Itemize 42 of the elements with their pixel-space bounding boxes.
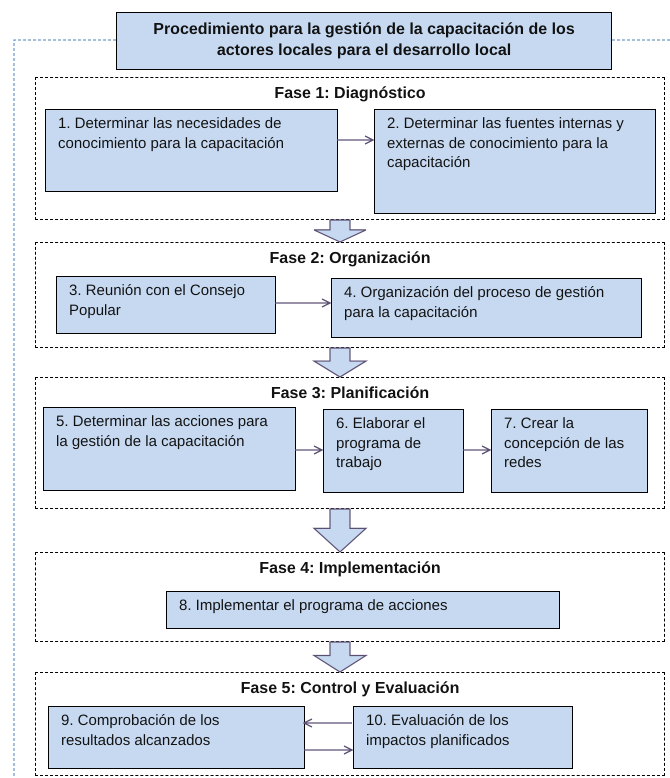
arrow: [337, 135, 374, 145]
phase-frame: [35, 377, 665, 509]
step-text: 2. Determinar las fuentes internas y externas de conocimiento para la capacitación: [387, 114, 625, 172]
process-box: [331, 278, 642, 338]
title-text: Procedimiento para la gestión de la capacitación de los actores locales para el desarrollo local: [152, 20, 576, 61]
phase-heading: Fase 3: Planificación: [270, 384, 430, 404]
step-text: 6. Elaborar el programa de trabajo: [336, 414, 426, 472]
process-box: [43, 407, 296, 491]
step-text: 7. Crear la concepción de las redes: [504, 414, 626, 472]
step-text: 1. Determinar las necesidades de conocimiento para la capacitación: [58, 114, 285, 153]
process-box: [323, 409, 464, 493]
block-arrow: [312, 347, 368, 378]
step-text: 5. Determinar las acciones para la gestión de la capacitación: [56, 412, 269, 451]
step-text: 8. Implementar el programa de acciones: [179, 596, 448, 616]
phase-heading: Fase 2: Organización: [268, 249, 432, 269]
phase-heading: Fase 4: Implementación: [258, 559, 442, 579]
process-box: [48, 706, 305, 769]
block-arrow: [312, 641, 368, 673]
step-text: 10. Evaluación de los impactos planificados: [366, 711, 510, 750]
process-box: [491, 409, 648, 493]
process-box: [166, 591, 560, 629]
phase-heading: Fase 1: Diagnóstico: [273, 84, 427, 104]
arrow: [295, 445, 323, 455]
arrow: [275, 298, 331, 308]
process-box: [374, 109, 656, 214]
phase-frame: [35, 77, 665, 220]
arrow: [304, 745, 353, 755]
phase-heading: Fase 5: Control y Evaluación: [240, 679, 460, 699]
step-text: 9. Comprobación de los resultados alcanzados: [61, 711, 220, 750]
process-box: [56, 276, 276, 334]
phase-frame: [35, 672, 665, 776]
arrow: [303, 718, 352, 728]
phase-frame: [35, 552, 665, 642]
step-text: 3. Reunión con el Consejo Popular: [69, 281, 246, 320]
step-text: 4. Organización del proceso de gestión para la capacitación: [344, 283, 606, 322]
title-box: [116, 12, 612, 70]
block-arrow: [312, 508, 368, 553]
phase-frame: [35, 242, 665, 348]
arrow: [463, 445, 491, 455]
block-arrow: [313, 219, 367, 243]
process-box: [353, 706, 573, 769]
process-box: [45, 109, 338, 192]
